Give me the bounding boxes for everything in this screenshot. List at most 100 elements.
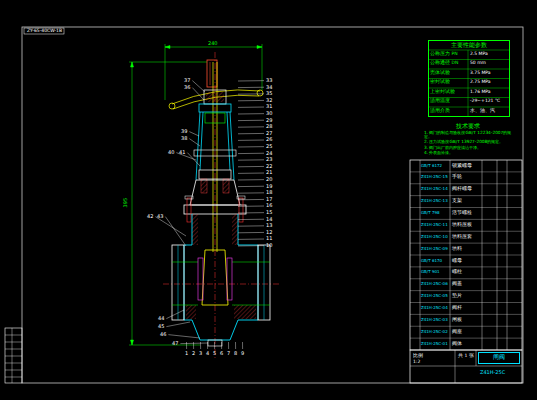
table-rule	[410, 195, 522, 196]
drawing-stroke	[232, 305, 270, 306]
callout-number: 13	[266, 223, 272, 228]
drawing-stroke	[410, 172, 522, 338]
leader-line	[168, 335, 200, 338]
table-rule	[410, 231, 522, 232]
leader-line	[238, 159, 264, 160]
callout-number: 46	[160, 332, 166, 337]
drawing-stroke	[172, 90, 260, 104]
callout-number: 4	[206, 351, 209, 356]
leader-line	[238, 87, 264, 88]
table-cell: 1:2	[413, 360, 420, 365]
table-cell: 垫片	[452, 294, 462, 299]
drawing-stroke	[199, 170, 231, 179]
leader-line	[238, 219, 264, 220]
leader-line	[165, 217, 186, 246]
table-cell: GB/T 798	[421, 211, 440, 215]
table-rule	[410, 290, 522, 291]
table-cell: GB/T 901	[421, 270, 440, 274]
callout-number: 24	[266, 151, 272, 156]
table-cell: 水、油、汽	[470, 109, 495, 114]
table-cell: Z41H-25C-13	[421, 199, 448, 203]
callout-number: 34	[266, 85, 272, 90]
note-line: 1. 阀门的制造与验收按GB/T 12234-2007的规定。	[424, 131, 516, 140]
leader-line	[238, 166, 264, 167]
drawing-stroke	[22, 27, 523, 383]
leader-line	[166, 322, 190, 327]
table-rule	[428, 78, 510, 79]
table-cell: Z41H-25C-11	[421, 223, 448, 227]
drawing-number: Z41H-25C	[480, 370, 505, 375]
table-rule	[410, 314, 522, 315]
drawing-stroke	[200, 112, 230, 170]
table-cell: 阀杆螺母	[452, 187, 472, 192]
table-cell: 1.76 MPa	[470, 90, 491, 95]
table-cell: 锁紧螺母	[452, 164, 472, 169]
table-cell: 阀盖	[452, 282, 462, 287]
drawing-stroke	[232, 214, 238, 245]
leader-line	[187, 153, 200, 166]
table-cell: 闸板	[452, 318, 462, 323]
table-cell: Z41H-25C-02	[421, 330, 448, 334]
drawing-stroke	[5, 328, 22, 383]
leader-line	[238, 179, 264, 180]
drawing-stroke	[169, 90, 263, 109]
drawing-stroke	[410, 366, 522, 367]
leader-line	[166, 310, 184, 319]
table-cell: 2.75 MPa	[470, 80, 491, 85]
leader-line	[238, 225, 264, 226]
drawing-stroke	[5, 328, 22, 383]
table-cell: 公称压力 PN	[430, 52, 458, 57]
drawing-stroke	[455, 350, 456, 383]
drawing-stroke	[165, 44, 166, 100]
leader-line	[238, 192, 264, 193]
leader-line	[238, 245, 264, 246]
leader-line	[207, 342, 208, 349]
table-cell: 适用介质	[430, 109, 450, 114]
leader-line	[180, 343, 208, 345]
table-cell: GB/T 6170	[421, 259, 442, 263]
leader-line	[238, 80, 264, 81]
drawing-stroke	[190, 180, 240, 205]
table-rule	[410, 207, 522, 208]
callout-number: 8	[234, 351, 237, 356]
drawing-stroke	[184, 214, 258, 340]
table-cell: Z41H-25C-04	[421, 306, 448, 310]
table-cell: Z41H-25C-05	[421, 294, 448, 298]
leader-line	[189, 132, 199, 136]
callout-number: 45	[158, 324, 164, 329]
table-cell: 50 mm	[470, 61, 486, 66]
drawing-stroke	[163, 284, 280, 285]
callout-number: 2	[192, 351, 195, 356]
table-cell: 手轮	[452, 175, 462, 180]
table-cell: 阀杆	[452, 306, 462, 311]
drawing-stroke	[204, 90, 226, 104]
leader-line	[186, 342, 187, 349]
callout-number: 23	[266, 157, 272, 162]
leader-line	[221, 342, 222, 349]
callout-number: 10	[266, 243, 272, 248]
dimension-text: 240	[208, 41, 218, 46]
callout-number: 44	[158, 316, 164, 321]
table-cell: 公称通径 DN	[430, 61, 458, 66]
drawing-stroke	[199, 104, 231, 112]
table-rule	[410, 338, 522, 339]
drawing-stroke	[186, 305, 196, 319]
drawing-stroke	[234, 305, 256, 319]
leader-line	[242, 342, 243, 349]
callout-number: 3	[199, 351, 202, 356]
drawing-stroke	[232, 262, 270, 263]
callout-number: 15	[266, 210, 272, 215]
node-text: 主要性能参数	[429, 41, 509, 49]
drawing-stroke	[262, 44, 263, 90]
leader-line	[238, 133, 264, 134]
table-cell: 填料压套	[452, 235, 472, 240]
drawing-stroke	[178, 245, 179, 320]
drawing-stroke	[185, 196, 193, 199]
leader-line	[238, 232, 264, 233]
leader-line	[238, 212, 264, 213]
table-cell: Z41H-25C-14	[421, 187, 448, 191]
drawing-stroke	[172, 305, 198, 306]
leader-line	[238, 93, 264, 94]
table-cell: 螺母	[452, 259, 462, 264]
drawing-stroke	[227, 258, 232, 300]
